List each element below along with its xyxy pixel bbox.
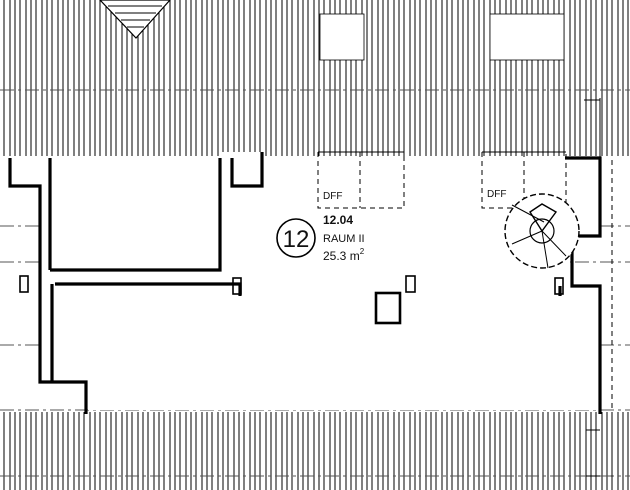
dormer-triangle	[99, 0, 171, 39]
roof-opening-left	[319, 13, 365, 61]
posts	[19, 275, 564, 295]
roof-hatching-bottom	[3, 412, 629, 490]
room-number: 12	[283, 226, 310, 253]
right-edge-marks	[584, 98, 613, 480]
skylight-label-right: DFF	[487, 189, 506, 200]
skylight-left	[317, 151, 405, 209]
stair-arrow-line	[511, 204, 545, 223]
shaft	[374, 291, 402, 325]
room-number-circle	[276, 218, 316, 258]
room-name: RAUM II	[323, 233, 365, 245]
spiral-staircase	[504, 193, 580, 269]
room-floor	[12, 152, 600, 410]
room-area: 25.3 m2	[323, 247, 365, 263]
room-area-exponent: 2	[360, 247, 365, 256]
room-code: 12.04	[323, 213, 353, 227]
room-area-value: 25.3 m	[323, 249, 360, 263]
roof-opening-right	[489, 13, 565, 61]
skylight-label-left: DFF	[323, 191, 342, 202]
